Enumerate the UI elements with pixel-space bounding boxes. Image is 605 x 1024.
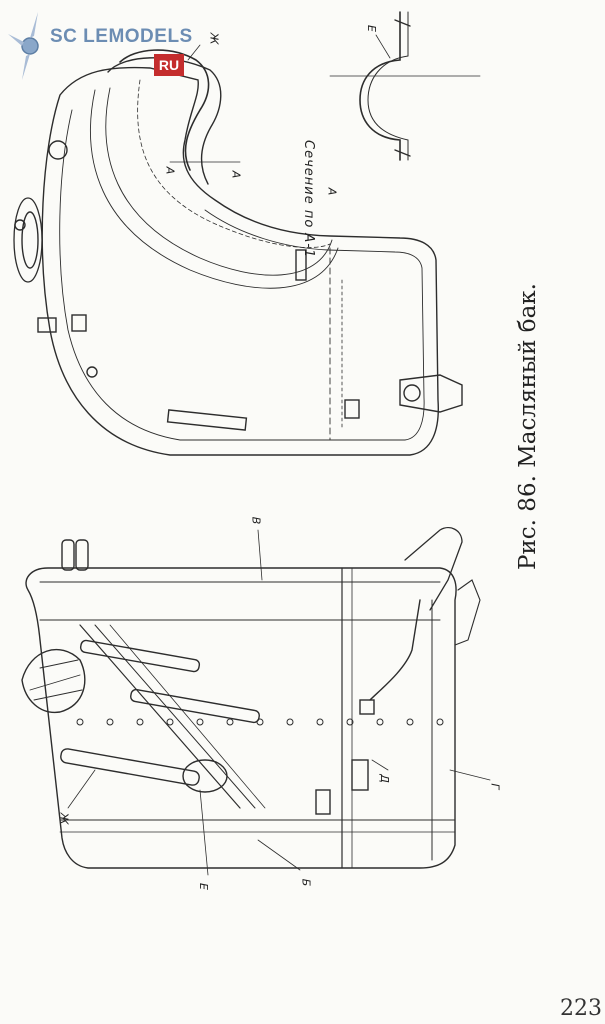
propeller-icon — [8, 12, 39, 80]
figure-caption: Рис. 86. Масляный бак. — [515, 283, 541, 570]
section-title: Сечение по А-1 — [301, 140, 316, 259]
watermark-text: SC LEMODELS — [50, 26, 193, 47]
label-zh-top: Ж — [207, 32, 221, 45]
label-zh-side: Ж — [57, 812, 71, 825]
label-d: Д — [377, 774, 391, 783]
leader-lines — [67, 34, 491, 876]
label-b: Б — [299, 878, 313, 887]
watermark-badge: RU — [154, 54, 184, 76]
label-v: В — [249, 516, 263, 525]
label-e-section: Е — [364, 25, 378, 32]
lower-tank-view — [21, 527, 481, 869]
label-g: Г — [488, 783, 502, 790]
label-a-upper: А — [163, 166, 177, 175]
watermark-logo: SC LEMODELS RU — [8, 8, 208, 80]
rivet-row — [76, 718, 444, 726]
page-number: 223 — [560, 996, 602, 1021]
upper-tank-view — [13, 49, 463, 456]
cross-section-detail — [329, 11, 481, 161]
label-a-mid: А — [325, 187, 339, 196]
label-e-lower: Е — [196, 883, 210, 890]
label-a-lower: А — [229, 170, 243, 179]
